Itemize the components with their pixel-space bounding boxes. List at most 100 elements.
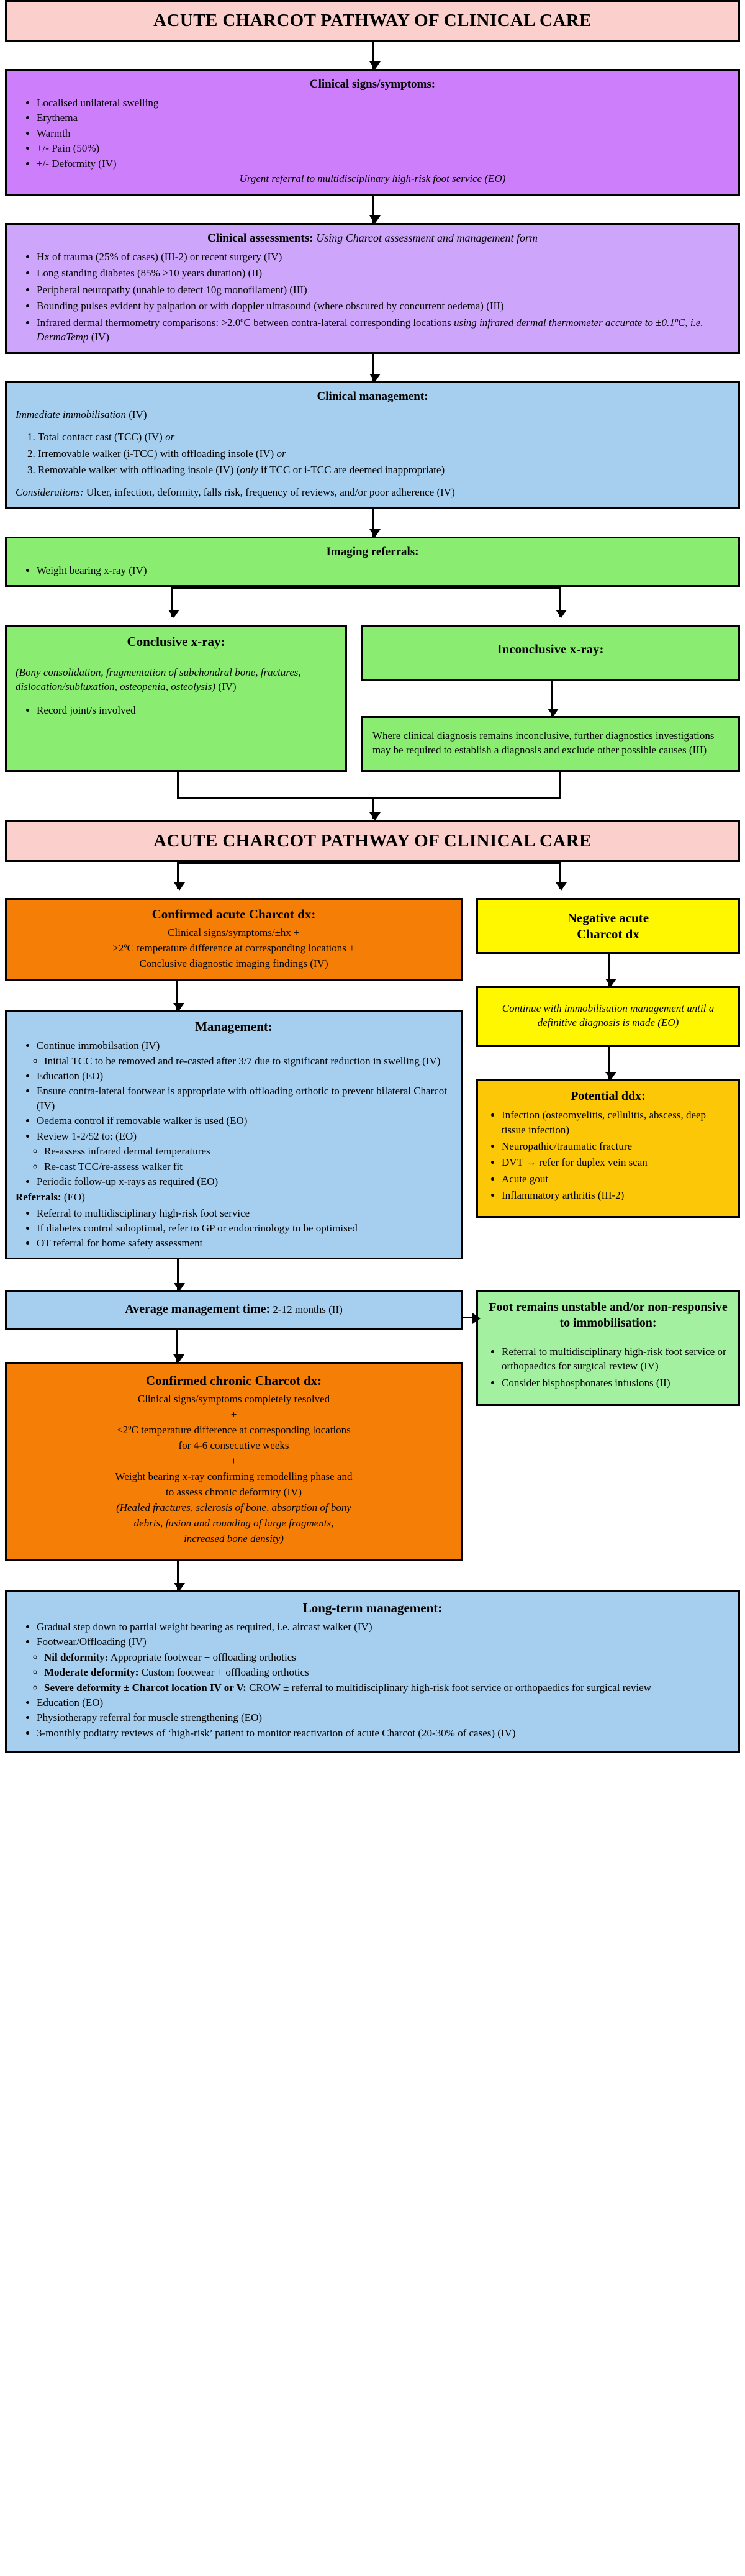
imaging-referrals-box: Imaging referrals: Weight bearing x-ray … [5, 537, 740, 587]
referrals-label: Referrals: [16, 1190, 61, 1203]
list-item: Education (EO) [37, 1069, 452, 1083]
conclusive-xray-list: Record joint/s involved [16, 703, 336, 717]
deformity-label: Severe deformity ± Charcot location IV o… [44, 1681, 246, 1694]
long-term-list-bottom: Education (EO) Physiotherapy referral fo… [16, 1695, 729, 1740]
option-text: Removable walker with offloading insole … [38, 464, 240, 476]
list-item: Severe deformity ± Charcot location IV o… [44, 1680, 729, 1695]
imaging-referrals-heading: Imaging referrals: [326, 545, 419, 559]
list-item: Weight bearing x-ray (IV) [37, 563, 729, 578]
management-box: Management: Continue immobilsation (IV) … [5, 1010, 463, 1259]
list-item-thermometry: Infrared dermal thermometry comparisons:… [37, 315, 729, 345]
connector-chronic-to-longterm [0, 1560, 745, 1591]
arrow-down-icon [174, 1560, 185, 1591]
arrow-down-icon [173, 980, 184, 1011]
long-term-list-top: Gradual step down to partial weight bear… [16, 1620, 729, 1649]
inconclusive-detail-text: Where clinical diagnosis remains inconcl… [372, 729, 715, 756]
arrow-down-icon [605, 954, 616, 987]
list-item: Record joint/s involved [37, 703, 336, 717]
negative-acute-heading-line1: Negative acute [567, 910, 649, 925]
chronic-line: + [230, 1408, 237, 1421]
long-term-management-box: Long-term management: Gradual step down … [5, 1590, 740, 1753]
arrow-down-icon [173, 1329, 184, 1363]
list-item: Continue immobilsation (IV) [37, 1038, 452, 1053]
arrow-down-icon [174, 1259, 185, 1291]
list-item: Moderate deformity: Custom footwear + of… [44, 1665, 729, 1679]
list-item: Referral to multidisciplinary high-risk … [37, 1206, 452, 1220]
confirmed-acute-box: Confirmed acute Charcot dx: Clinical sig… [5, 897, 463, 981]
avgtime-column: Average management time: 2-12 months (II… [5, 1290, 463, 1561]
considerations-label: Considerations: [16, 486, 84, 499]
continue-immobilisation-text: Continue with immobilisation management … [502, 1002, 715, 1029]
list-item: Periodic follow-up x-rays as required (E… [37, 1174, 452, 1189]
conclusive-xray-note: (Bony consolidation, fragmentation of su… [16, 666, 336, 694]
inconclusive-detail-box: Where clinical diagnosis remains inconcl… [361, 715, 740, 772]
arrow-right-icon [461, 1312, 481, 1324]
potential-ddx-box: Potential ddx: Infection (osteomyelitis,… [476, 1079, 740, 1218]
option-tail: if TCC or i-TCC are deemed inappropriate… [258, 464, 445, 476]
list-item: If diabetes control suboptimal, refer to… [37, 1221, 452, 1235]
option-italic: or [165, 431, 175, 443]
clinical-signs-footnote: Urgent referral to multidisciplinary hig… [239, 173, 506, 185]
list-item: DVT → refer for duplex vein scan [502, 1155, 732, 1169]
clinical-assessments-heading-sub: Using Charcot assessment and management … [316, 231, 538, 244]
list-item: Acute gout [502, 1172, 732, 1186]
list-item: Hx of trauma (25% of cases) (III-2) or r… [37, 250, 729, 264]
connector-imaging-split [0, 586, 745, 625]
connector-assessments-to-management [0, 354, 745, 383]
unstable-column: Foot remains unstable and/or non-respons… [476, 1290, 740, 1407]
clinical-assessments-heading: Clinical assessments: Using Charcot asse… [16, 231, 729, 246]
management-list: Continue immobilsation (IV) [16, 1038, 452, 1053]
connector-confirmed-to-management [5, 980, 463, 1011]
arrow-down-icon [369, 509, 381, 538]
inconclusive-xray-box: Inconclusive x-ray: [361, 625, 740, 681]
foot-unstable-list: Referral to multidisciplinary high-risk … [484, 1345, 732, 1390]
immediate-immobilisation-tail: (IV) [126, 409, 147, 421]
considerations-line: Considerations: Ulcer, infection, deform… [16, 486, 729, 500]
confirmed-chronic-box: Confirmed chronic Charcot dx: Clinical s… [5, 1361, 463, 1561]
list-item: Warmth [37, 126, 729, 140]
list-item: Education (EO) [37, 1695, 729, 1710]
list-item: Gradual step down to partial weight bear… [37, 1620, 729, 1634]
charcot-pathway-flowchart: ACUTE CHARCOT PATHWAY OF CLINICAL CARE C… [0, 0, 745, 1757]
confirmed-column: Confirmed acute Charcot dx: Clinical sig… [5, 897, 463, 1259]
list-item: Peripheral neuropathy (unable to detect … [37, 283, 729, 297]
continue-immobilisation-box: Continue with immobilisation management … [476, 986, 740, 1048]
thermometry-italic: using infrared dermal thermometer accura… [37, 316, 703, 343]
list-item: Re-cast TCC/re-assess walker fit [44, 1159, 452, 1174]
thermometry-lead: Infrared dermal thermometry comparisons:… [37, 316, 454, 329]
banner-title-top: ACUTE CHARCOT PATHWAY OF CLINICAL CARE [5, 0, 740, 42]
confirmed-acute-line: >2ºC temperature difference at correspon… [112, 941, 355, 954]
dx-row: Confirmed acute Charcot dx: Clinical sig… [5, 897, 740, 1259]
clinical-signs-box: Clinical signs/symptoms: Localised unila… [5, 69, 740, 196]
average-management-time-value: 2-12 months (II) [270, 1303, 343, 1315]
connector-avgtime-to-chronic [5, 1329, 463, 1363]
considerations-text: Ulcer, infection, deformity, falls risk,… [83, 486, 455, 499]
list-item: Initial TCC to be removed and re-casted … [44, 1054, 452, 1068]
inconclusive-xray-heading: Inconclusive x-ray: [497, 641, 604, 656]
connector-banner2-split [0, 861, 745, 898]
immediate-immobilisation-line: Immediate immobilisation (IV) [16, 408, 729, 422]
list-item: Oedema control if removable walker is us… [37, 1113, 452, 1128]
deformity-text: Appropriate footwear + offloading orthot… [108, 1651, 296, 1663]
list-item: Localised unilateral swelling [37, 96, 729, 110]
conclusive-note-tail: (IV) [215, 680, 237, 692]
foot-unstable-box: Foot remains unstable and/or non-respons… [476, 1290, 740, 1407]
negative-column: Negative acute Charcot dx Continue with … [476, 897, 740, 1218]
arrow-down-icon [369, 195, 381, 224]
list-item: Inflammatory arthritis (III-2) [502, 1188, 732, 1202]
management-list-2: Education (EO) Ensure contra-lateral foo… [16, 1069, 452, 1143]
list-item: 3-monthly podiatry reviews of ‘high-risk… [37, 1726, 729, 1740]
foot-unstable-heading: Foot remains unstable and/or non-respons… [489, 1300, 728, 1330]
negative-acute-heading-line2: Charcot dx [577, 926, 639, 941]
connector-banner-to-signs [0, 42, 745, 70]
connector-negative-to-continue [476, 954, 740, 987]
list-item: OT referral for home safety assessment [37, 1236, 452, 1250]
arrow-down-icon [369, 42, 381, 70]
long-term-deformity-list: Nil deformity: Appropriate footwear + of… [25, 1650, 729, 1695]
list-item: Physiotherapy referral for muscle streng… [37, 1710, 729, 1725]
list-item: +/- Pain (50%) [37, 141, 729, 155]
immediate-immobilisation-label: Immediate immobilisation [16, 409, 127, 421]
banner-title-middle: ACUTE CHARCOT PATHWAY OF CLINICAL CARE [5, 820, 740, 862]
negative-acute-box: Negative acute Charcot dx [476, 897, 740, 955]
option-text: Irremovable walker (i-TCC) with offloadi… [38, 447, 277, 460]
